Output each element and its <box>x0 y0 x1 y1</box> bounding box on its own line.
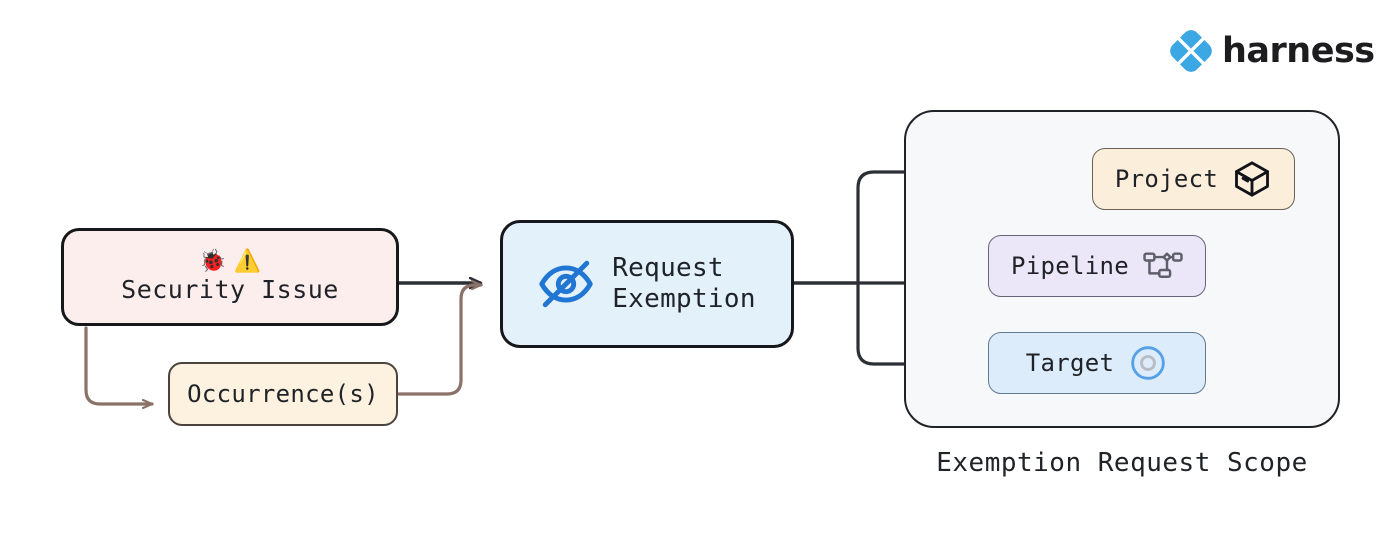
node-occurrences[interactable]: Occurrence(s) <box>168 362 398 426</box>
node-security-issue[interactable]: 🐞 ⚠️ Security Issue <box>61 228 399 326</box>
security-issue-icon-row: 🐞 ⚠️ <box>199 248 261 274</box>
harness-logo: harness <box>1168 28 1375 74</box>
node-security-issue-label: Security Issue <box>121 274 339 304</box>
node-pipeline-label: Pipeline <box>1011 252 1129 280</box>
eye-off-icon <box>539 260 593 308</box>
target-circle-icon <box>1131 346 1165 380</box>
harness-wordmark: harness <box>1222 30 1375 71</box>
node-target[interactable]: Target <box>988 332 1206 394</box>
node-pipeline[interactable]: Pipeline <box>988 235 1206 297</box>
cube-box-icon <box>1235 161 1270 197</box>
edge-exemption-to-target <box>856 281 969 364</box>
warning-triangle-icon: ⚠️ <box>233 248 261 274</box>
node-request-exemption-label-line1: Request <box>612 253 724 284</box>
node-target-label: Target <box>1025 349 1115 377</box>
node-project[interactable]: Project <box>1092 148 1295 210</box>
harness-diamond-logo-icon <box>1170 30 1212 72</box>
node-project-label: Project <box>1114 165 1219 193</box>
edge-security-to-occurrence <box>84 326 154 404</box>
node-request-exemption-label-line2: Exemption <box>612 284 756 314</box>
pipeline-nodes-icon <box>1143 252 1183 279</box>
bug-icon: 🐞 <box>199 248 227 274</box>
exemption-request-scope-caption: Exemption Request Scope <box>936 448 1308 478</box>
node-occurrences-label: Occurrence(s) <box>187 380 379 408</box>
edge-occurrence-to-exemption <box>397 285 483 396</box>
edge-exemption-to-project <box>856 172 1073 285</box>
